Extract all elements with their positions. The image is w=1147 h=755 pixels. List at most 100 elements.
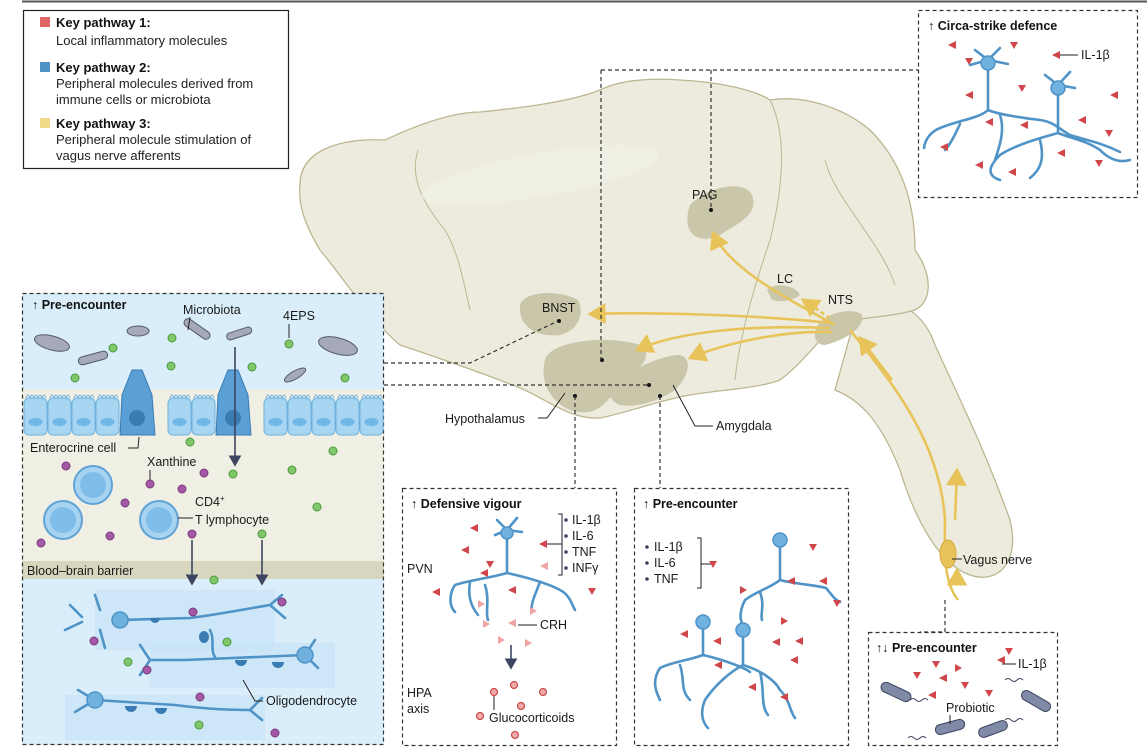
cytokine: INFγ [572, 561, 599, 575]
label-t-lymphocyte: T lymphocyte [195, 513, 269, 527]
epithelial-cell [47, 397, 72, 436]
legend-item-3: Key pathway 3: Peripheral molecule stimu… [40, 116, 251, 163]
panel-box [917, 9, 1139, 199]
epithelial-cell [95, 397, 120, 436]
region-pag [687, 186, 754, 239]
microvilli [193, 394, 215, 400]
epithelial-nucleus [172, 418, 187, 426]
epithelial-nucleus [28, 418, 43, 426]
il1b-icon [1052, 51, 1060, 59]
label-pag: PAG [692, 188, 717, 202]
region-lc [767, 285, 800, 302]
cytokine: IL-1β [654, 540, 683, 554]
oligo-leader [242, 679, 263, 702]
legend-desc: Local inflammatory molecules [56, 33, 228, 48]
bnst-dot [557, 319, 561, 323]
legend-desc: immune cells or microbiota [56, 92, 211, 107]
region-bnst [519, 293, 581, 336]
epithelial-nucleus [364, 418, 379, 426]
panel-box [633, 487, 850, 747]
microvilli [265, 394, 287, 400]
label-hypothalamus: Hypothalamus [445, 412, 525, 426]
amygdala-dot [647, 383, 651, 387]
cytokine-molecules [680, 544, 841, 701]
il1b-molecules [913, 648, 1013, 699]
microbiota [34, 318, 358, 383]
panel-defensive-vigour: ↑ Defensive vigour IL-1β IL-6 TNF INFγ P… [401, 487, 618, 747]
epithelial-cell [359, 397, 384, 436]
label-lc: LC [777, 272, 793, 286]
legend-swatch-red [40, 17, 50, 27]
cytokine: IL-1β [572, 513, 601, 527]
label-4eps: 4EPS [283, 309, 315, 323]
label-oligodendrocyte: Oligodendrocyte [266, 694, 357, 708]
pvn-neuron [449, 516, 577, 622]
panel-title: ↑ Pre-encounter [643, 497, 738, 511]
amygdala-neurons [653, 532, 842, 730]
legend-desc: Peripheral molecule stimulation of [56, 132, 251, 147]
enterocrine-leader [128, 436, 140, 449]
probiotic-bacteria [880, 678, 1052, 740]
mouse-brain: PAG LC NTS BNST Hypothalamus Amygdala Va… [299, 78, 1032, 601]
label-probiotic: Probiotic [946, 701, 995, 715]
legend-title: Key pathway 1: [56, 15, 151, 30]
brain-fold [824, 159, 896, 286]
legend-swatch-yellow [40, 118, 50, 128]
amygdala-leader [672, 384, 713, 427]
label-enterocrine: Enterocrine cell [30, 441, 116, 455]
metabolite-dots [36, 333, 350, 738]
enterocrine-cell [119, 369, 156, 436]
epithelial-cell [71, 397, 96, 436]
label-cd4: CD4+ [195, 494, 225, 509]
label-pvn: PVN [407, 562, 433, 576]
pag-dot [709, 208, 713, 212]
bbb-band [22, 561, 384, 579]
legend-title: Key pathway 3: [56, 116, 151, 131]
neuron [922, 46, 1122, 162]
panel-title: ↑↓ Pre-encounter [876, 641, 977, 655]
epithelial-cell [191, 397, 216, 436]
label-glucocorticoids: Glucocorticoids [489, 711, 574, 725]
panel-title: ↑ Pre-encounter [32, 298, 127, 312]
microvilli [361, 394, 383, 400]
microvilli [169, 394, 191, 400]
label-microbiota: Microbiota [183, 303, 241, 317]
enterocrine-nucleus [225, 410, 241, 426]
epithelial-nucleus [100, 418, 115, 426]
panel-box [867, 631, 1059, 747]
callout-connectors [384, 69, 946, 633]
legend-desc: vagus nerve afferents [56, 148, 181, 163]
cytokine-list: IL-1β IL-6 TNF [645, 537, 717, 589]
neuron [989, 70, 1132, 182]
panel-vagal-pre-encounter: ↑↓ Pre-encounter IL-1β Probiotic [867, 631, 1059, 747]
epithelial-nucleus [76, 418, 91, 426]
epithelial-nucleus [196, 418, 211, 426]
legend: Key pathway 1: Local inflammatory molecu… [22, 9, 290, 170]
cytokine-molecules [432, 524, 596, 596]
epithelial-cell [263, 397, 288, 436]
epithelial-cell [311, 397, 336, 436]
brain-body [299, 78, 929, 419]
glucocorticoid-dots [475, 680, 548, 740]
panel-circa-strike: ↑ Circa-strike defence IL-1β [917, 9, 1139, 199]
microvilli [337, 394, 359, 400]
panel-gut-pre-encounter: ↑ Pre-encounter Microbiota 4EPS Enterocr… [21, 292, 385, 746]
legend-title: Key pathway 2: [56, 60, 151, 75]
panel-box [401, 487, 618, 747]
epithelial-cell [335, 397, 360, 436]
cytokine: TNF [572, 545, 597, 559]
label-vagus-nerve: Vagus nerve [963, 553, 1032, 567]
cytokine-list: IL-1β IL-6 TNF INFγ [539, 513, 601, 576]
legend-swatch-blue [40, 62, 50, 72]
epithelial-nucleus [316, 418, 331, 426]
region-amygdala [610, 355, 688, 406]
brain-highlight [421, 144, 659, 206]
microvilli [49, 394, 71, 400]
legend-item-2: Key pathway 2: Peripheral molecules deri… [40, 60, 253, 107]
epithelial-nucleus [52, 418, 67, 426]
microvilli [313, 394, 335, 400]
panel-title: ↑ Defensive vigour [411, 497, 522, 511]
vagal-ganglion [939, 539, 957, 569]
microvilli [25, 394, 47, 400]
